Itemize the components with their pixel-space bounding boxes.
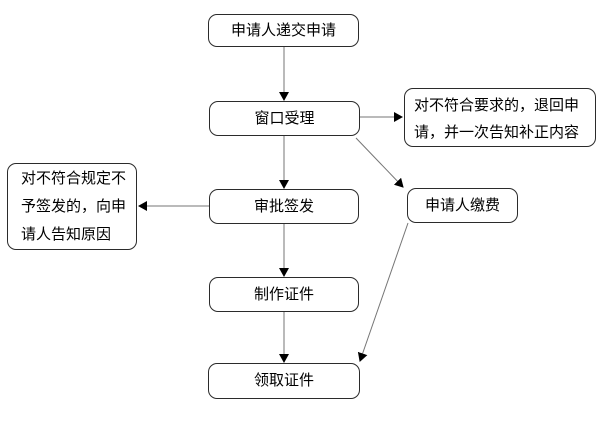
edge-accept-fee [355, 137, 404, 188]
node-return-line-2: 请，并一次告知补正内容 [414, 124, 580, 141]
node-submit-application: 申请人递交申请 [208, 14, 359, 47]
node-reject-line-3: 请人告知原因 [21, 226, 112, 243]
node-window-acceptance: 窗口受理 [209, 101, 360, 136]
node-return-note: 对不符合要求的，退回申 请，并一次告知补正内容 [404, 88, 596, 147]
node-receive-certificate: 领取证件 [208, 363, 360, 399]
node-approval-issue: 审批签发 [209, 189, 359, 224]
node-reject-line-1: 对不符合规定不 [21, 170, 127, 187]
node-reject-note: 对不符合规定不 予签发的，向申 请人告知原因 [7, 163, 137, 250]
edge-fee-receive [357, 222, 409, 362]
node-submit-label: 申请人递交申请 [230, 21, 336, 39]
node-applicant-payment: 申请人缴费 [407, 188, 518, 223]
node-make-certificate: 制作证件 [209, 277, 359, 312]
node-approve-label: 审批签发 [253, 197, 314, 215]
node-fee-label: 申请人缴费 [424, 196, 500, 214]
node-receive-label: 领取证件 [253, 372, 314, 389]
node-return-line-1: 对不符合要求的，退回申 [414, 97, 580, 114]
node-make-label: 制作证件 [253, 285, 314, 303]
node-accept-label: 窗口受理 [254, 109, 315, 127]
node-reject-line-2: 予签发的，向申 [21, 198, 127, 215]
